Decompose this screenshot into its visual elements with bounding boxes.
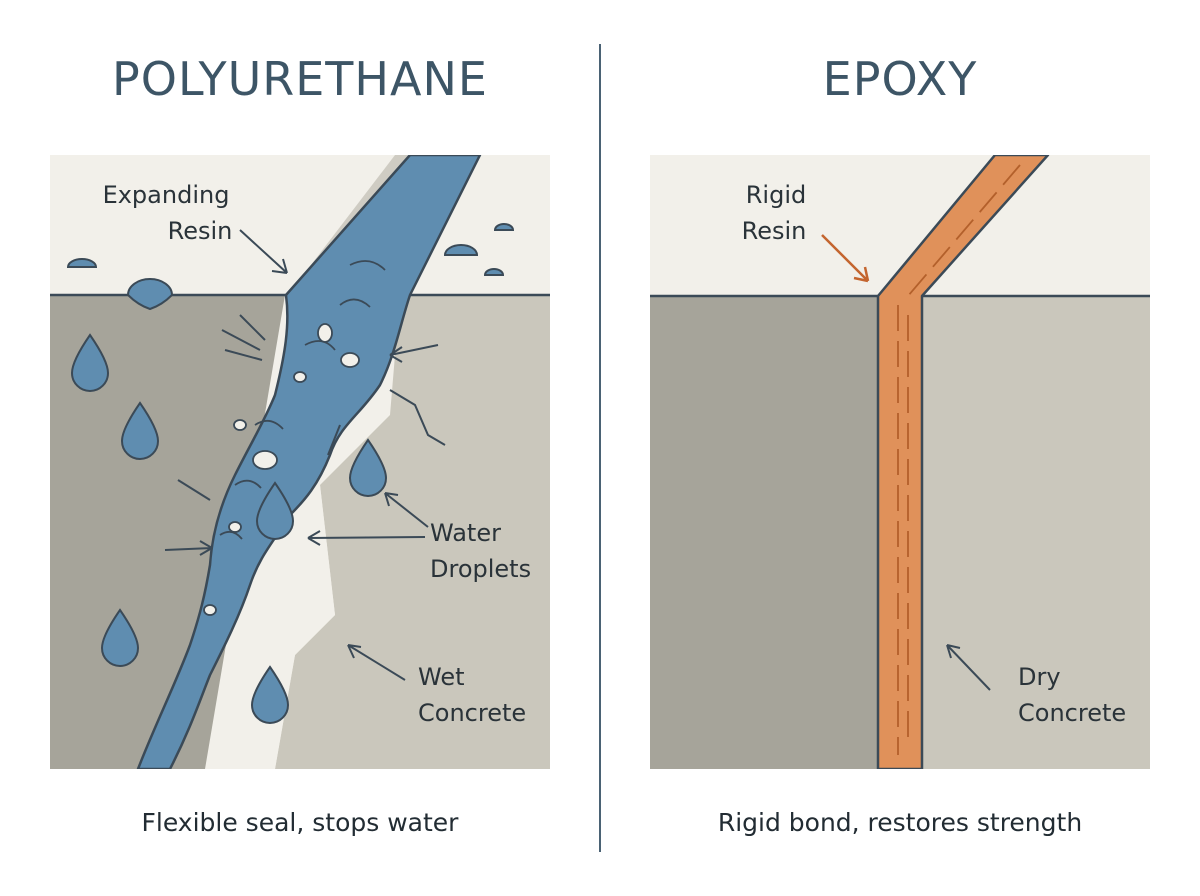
resin-streaks bbox=[897, 164, 1021, 755]
expanding-resin bbox=[136, 155, 482, 769]
label-resin: Resin bbox=[742, 217, 807, 245]
panel-divider bbox=[599, 44, 601, 852]
annotation-arrows bbox=[821, 234, 991, 691]
epoxy-diagram: Rigid Resin Dry Concrete bbox=[650, 155, 1150, 769]
annotation-arrows bbox=[164, 229, 439, 681]
polyurethane-diagram: Expanding Resin Water Droplets Wet Concr… bbox=[50, 155, 550, 769]
resin-bubbles bbox=[203, 323, 360, 616]
water-droplet bbox=[348, 438, 388, 497]
label-concrete: Concrete bbox=[1018, 699, 1126, 727]
arrow-water-1 bbox=[307, 530, 426, 546]
concrete-slab-right bbox=[275, 295, 550, 769]
surface-splashes bbox=[66, 223, 515, 311]
water-droplets bbox=[70, 333, 388, 724]
arrow-pressure-right bbox=[389, 344, 439, 363]
label-expanding: Expanding bbox=[103, 181, 230, 209]
arrow-rigid-resin bbox=[821, 234, 870, 283]
water-droplet bbox=[100, 608, 140, 667]
concrete-slab-right bbox=[920, 295, 1150, 769]
water-droplet bbox=[255, 481, 295, 540]
water-droplet bbox=[250, 665, 290, 724]
polyurethane-caption: Flexible seal, stops water bbox=[141, 808, 459, 837]
epoxy-caption: Rigid bond, restores strength bbox=[717, 808, 1083, 837]
label-concrete: Concrete bbox=[418, 699, 526, 727]
crack-lines bbox=[327, 389, 446, 456]
arrow-expanding-resin bbox=[239, 229, 288, 274]
label-resin: Resin bbox=[168, 217, 233, 245]
arrow-wet-concrete bbox=[347, 644, 406, 681]
pressure-marks bbox=[177, 314, 266, 501]
arrow-water-2 bbox=[384, 492, 429, 528]
arrow-pressure-left bbox=[164, 540, 213, 556]
label-rigid: Rigid bbox=[746, 181, 806, 209]
label-wet: Wet bbox=[418, 663, 465, 691]
water-droplet bbox=[70, 333, 110, 392]
epoxy-title: EPOXY bbox=[822, 52, 978, 106]
label-droplets: Droplets bbox=[430, 555, 531, 583]
concrete-slab-left bbox=[650, 295, 878, 769]
polyurethane-title: POLYURETHANE bbox=[112, 52, 488, 106]
arrow-dry-concrete bbox=[946, 644, 991, 691]
label-water: Water bbox=[430, 519, 501, 547]
water-droplet bbox=[120, 401, 160, 460]
rigid-resin bbox=[876, 155, 1050, 769]
label-dry: Dry bbox=[1018, 663, 1061, 691]
